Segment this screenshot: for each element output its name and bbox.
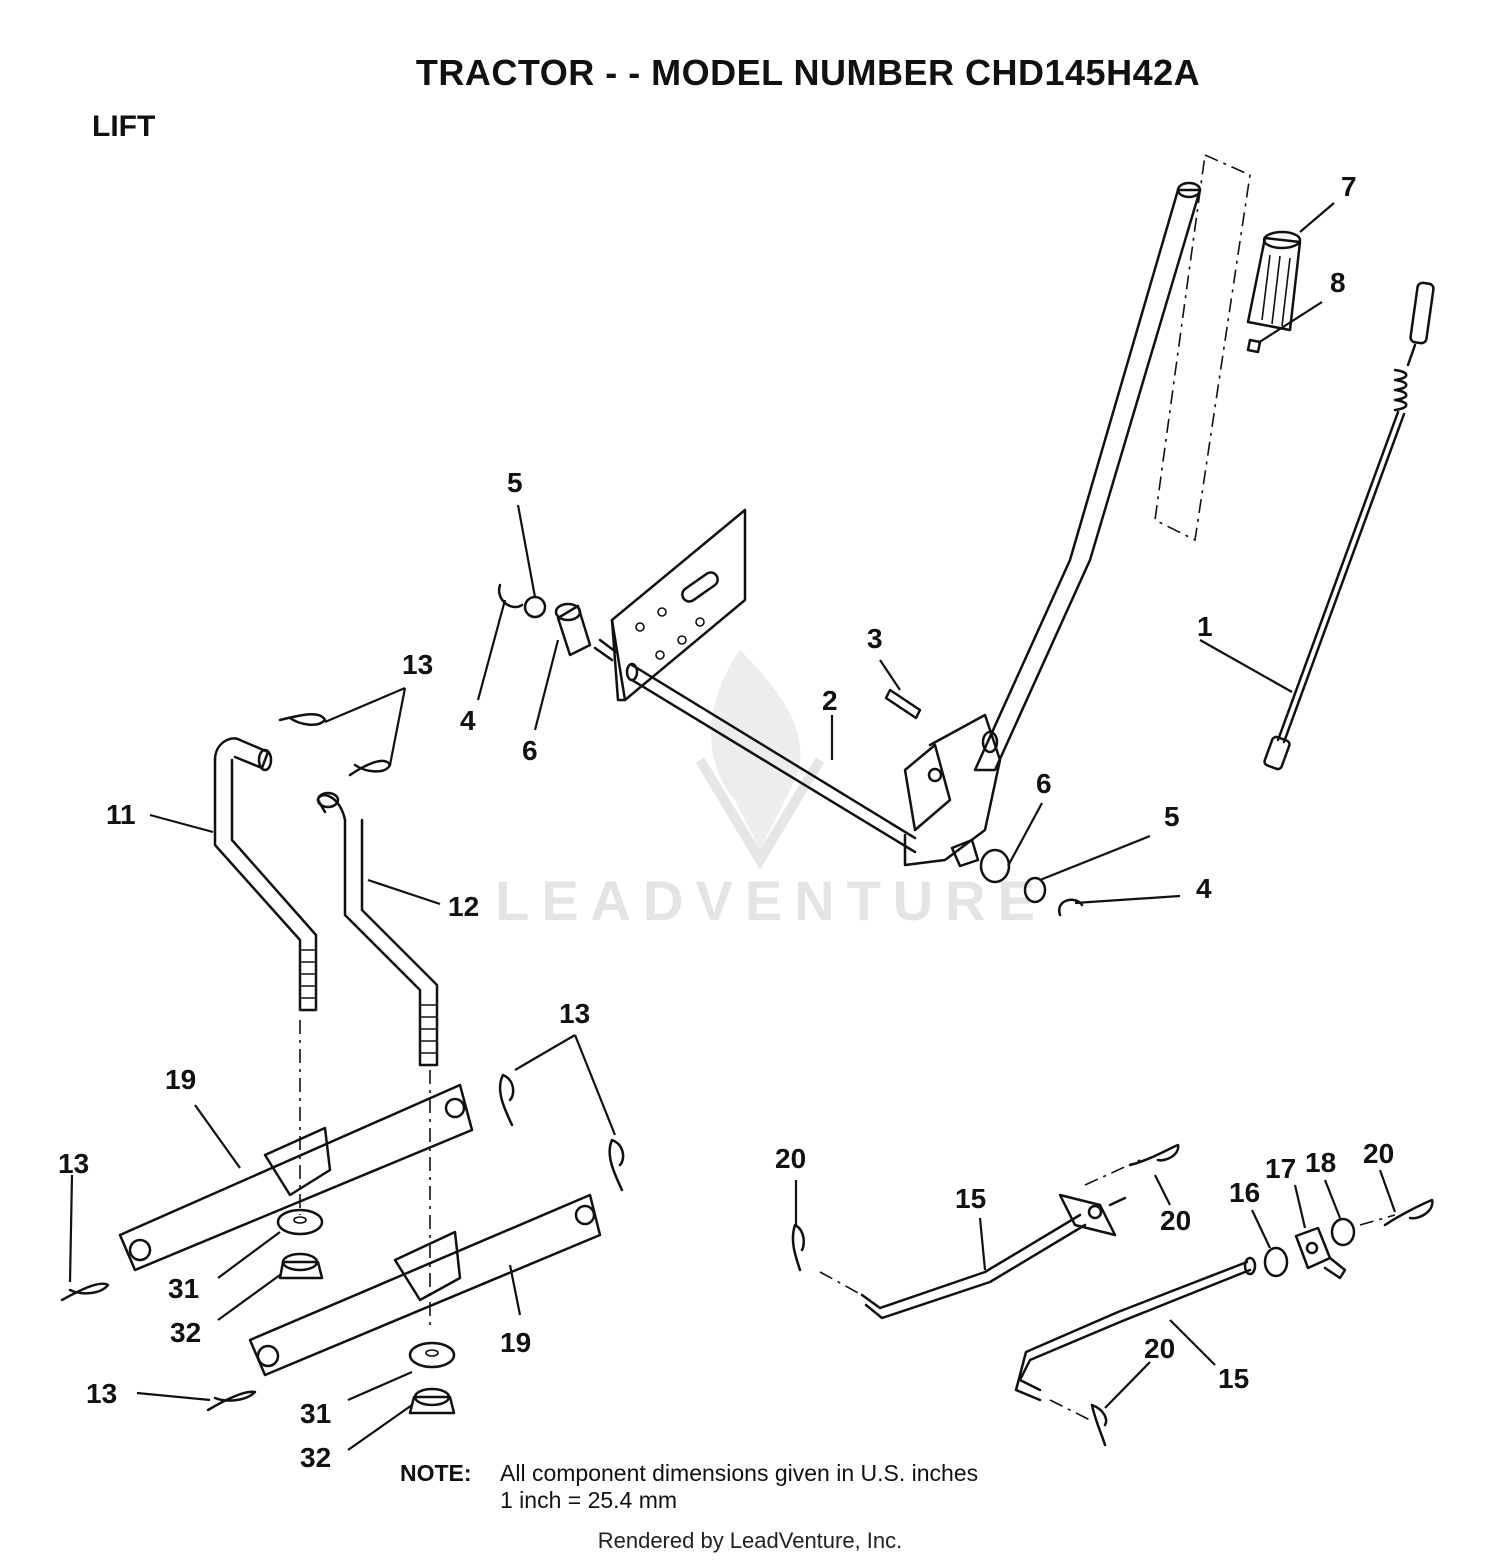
swivel-hardware	[1263, 1217, 1356, 1280]
note-line1: All component dimensions given in U.S. i…	[500, 1460, 979, 1486]
callout-19: 19	[500, 1327, 531, 1358]
lift-shaft	[593, 638, 917, 854]
leader-lines	[68, 202, 1397, 1451]
callout-3: 3	[867, 623, 883, 654]
callout-13: 13	[86, 1378, 117, 1409]
callout-5: 5	[1164, 801, 1180, 832]
note-label: NOTE:	[400, 1460, 472, 1486]
callout-1: 1	[1197, 611, 1213, 642]
lift-arm-lower	[248, 1193, 602, 1377]
render-credit: Rendered by LeadVenture, Inc.	[597, 1528, 903, 1553]
callout-12: 12	[448, 891, 479, 922]
callout-32: 32	[300, 1442, 331, 1473]
callout-15: 15	[955, 1183, 986, 1214]
callout-5: 5	[507, 467, 523, 498]
callout-31: 31	[300, 1398, 331, 1429]
callout-32: 32	[170, 1317, 201, 1348]
callout-labels: 1 2 3 4 4 5 5 6 6 7 8 11 12 13 13 13 13 …	[58, 171, 1394, 1473]
callout-16: 16	[1229, 1177, 1260, 1208]
washer-nut-upper	[276, 1208, 324, 1280]
lever-phantom-outline	[1154, 153, 1251, 542]
hairpin-clips	[60, 713, 625, 1412]
callout-20: 20	[775, 1143, 806, 1174]
watermark-logo	[695, 650, 825, 870]
callout-13: 13	[58, 1148, 89, 1179]
left-shaft-hardware	[497, 583, 592, 657]
align-line-rod-left	[819, 1271, 863, 1296]
section-title: LIFT	[92, 110, 156, 143]
callout-20: 20	[1160, 1205, 1191, 1236]
callout-8: 8	[1330, 267, 1346, 298]
callout-6: 6	[1036, 768, 1052, 799]
lift-rod	[1263, 281, 1435, 771]
lift-link-right	[316, 791, 439, 1067]
callout-19: 19	[165, 1064, 196, 1095]
callout-17: 17	[1265, 1153, 1296, 1184]
hairpin-clips-lower	[791, 1143, 1434, 1447]
lift-arm-upper	[118, 1083, 474, 1272]
roll-pin	[884, 688, 922, 720]
align-line-rod-lower	[1049, 1399, 1091, 1421]
callout-6: 6	[522, 735, 538, 766]
adjust-rod-lower	[1014, 1256, 1257, 1402]
callout-20: 20	[1144, 1333, 1175, 1364]
dimension-note: NOTE: All component dimensions given in U…	[400, 1460, 978, 1514]
lift-lever	[903, 181, 1202, 867]
callout-31: 31	[168, 1273, 199, 1304]
callout-18: 18	[1305, 1147, 1336, 1178]
note-line2: 1 inch = 25.4 mm	[500, 1487, 678, 1513]
lift-link-left	[213, 737, 318, 1012]
callout-4: 4	[1196, 873, 1212, 904]
page-title: TRACTOR - - MODEL NUMBER CHD145H42A	[415, 52, 1201, 93]
callout-13: 13	[402, 649, 433, 680]
align-line-swivel	[1359, 1214, 1396, 1226]
callout-20: 20	[1363, 1138, 1394, 1169]
callout-7: 7	[1341, 171, 1357, 202]
mounting-plate	[610, 508, 747, 702]
callout-11: 11	[106, 799, 136, 830]
callout-2: 2	[822, 685, 838, 716]
callout-4: 4	[460, 705, 476, 736]
callout-13: 13	[559, 998, 590, 1029]
watermark-text: LEADVENTURE	[495, 869, 1047, 932]
adjust-rod-upper	[860, 1193, 1127, 1320]
washer-nut-lower	[408, 1341, 456, 1415]
handle-grip	[1246, 230, 1302, 354]
callout-15: 15	[1218, 1363, 1249, 1394]
